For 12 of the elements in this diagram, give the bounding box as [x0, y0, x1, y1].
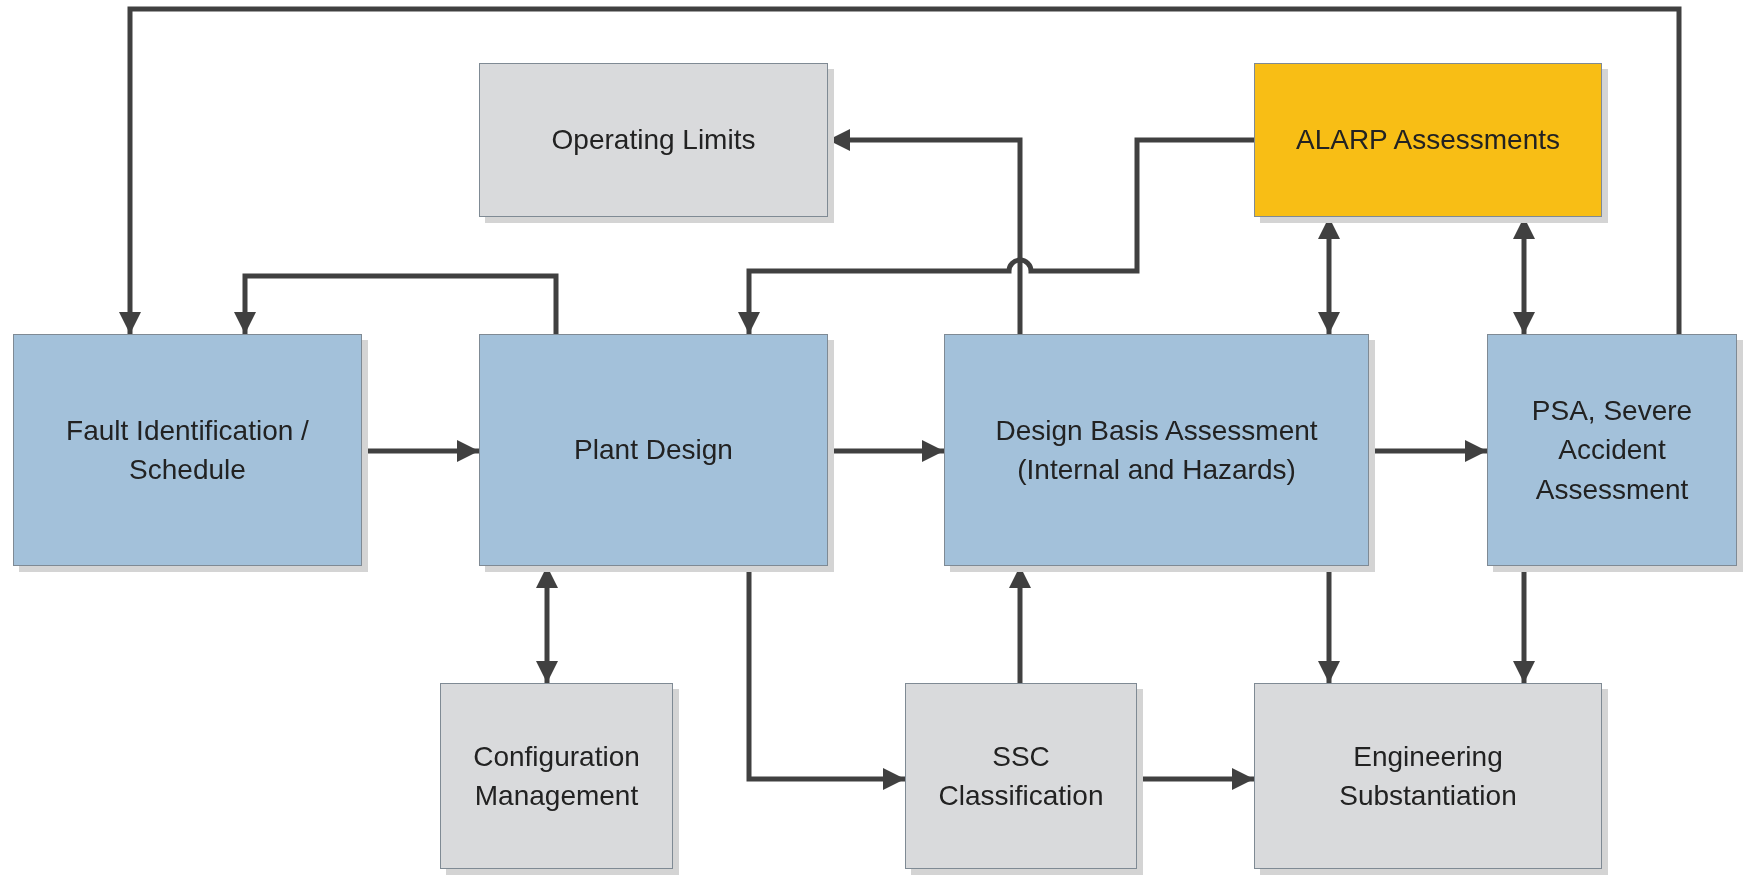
box-label: ALARP Assessments [1295, 123, 1560, 158]
box-label: Configuration Management [472, 739, 641, 813]
box-label: Design Basis Assessment (Internal and Hazards) [994, 413, 1319, 487]
box-label: Engineering Substantiation [1338, 739, 1518, 813]
box-label: SSC Classification [937, 739, 1105, 813]
box-label: Plant Design [574, 433, 733, 468]
arrow [234, 273, 559, 334]
box-label: PSA, Severe Accident Assessment [1530, 394, 1694, 507]
arrow [119, 6, 1682, 334]
arrow [738, 137, 1254, 334]
box-label: Operating Limits [551, 123, 756, 158]
box-label: Fault Identification / Schedule [65, 413, 310, 487]
